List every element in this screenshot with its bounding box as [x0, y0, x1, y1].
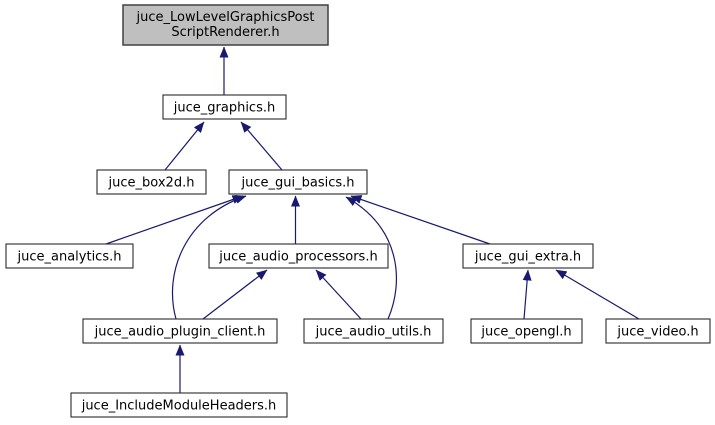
- node-label[interactable]: juce_box2d.h: [108, 176, 195, 191]
- node-box-current-file: [122, 4, 329, 46]
- node-label-line1: juce_LowLevelGraphicsPost: [135, 10, 314, 25]
- node-juce-graphics-h[interactable]: juce_graphics.h: [162, 94, 287, 120]
- node-box[interactable]: [605, 318, 711, 344]
- node-label[interactable]: juce_audio_plugin_client.h: [94, 325, 266, 340]
- edge-video-to-gui-extra: [555, 269, 640, 320]
- node-juce-audio-plugin-client-h[interactable]: juce_audio_plugin_client.h: [82, 318, 278, 344]
- node-label[interactable]: juce_video.h: [616, 325, 698, 340]
- edge-audio-plugin-client-to-audio-processors: [202, 269, 268, 320]
- node-box[interactable]: [5, 243, 134, 269]
- node-label-line2: ScriptRenderer.h: [171, 25, 279, 40]
- node-box[interactable]: [470, 318, 583, 344]
- node-box[interactable]: [303, 318, 444, 344]
- node-label[interactable]: juce_gui_extra.h: [474, 250, 581, 265]
- edge-audio-utils-to-gui-basics: [345, 196, 398, 320]
- node-label[interactable]: juce_audio_processors.h: [218, 250, 377, 265]
- node-box[interactable]: [70, 392, 288, 418]
- node-juce-gui-basics-h[interactable]: juce_gui_basics.h: [228, 169, 368, 195]
- node-label[interactable]: juce_IncludeModuleHeaders.h: [81, 399, 277, 414]
- edge-audio-plugin-client-to-gui-basics: [172, 195, 247, 320]
- node-juce-gui-extra-h[interactable]: juce_gui_extra.h: [462, 243, 594, 269]
- edge-opengl-to-gui-extra: [522, 269, 532, 320]
- edge-gui-extra-to-gui-basics: [350, 195, 491, 245]
- node-juce-lowlevelgraphicspostscriptrenderer-h: juce_LowLevelGraphicsPost ScriptRenderer…: [122, 4, 329, 46]
- node-box[interactable]: [228, 169, 368, 195]
- node-box[interactable]: [82, 318, 278, 344]
- node-juce-audio-utils-h[interactable]: juce_audio_utils.h: [303, 318, 444, 344]
- node-box[interactable]: [96, 169, 207, 195]
- edge-audio-utils-to-audio-processors: [315, 269, 362, 320]
- node-box[interactable]: [162, 94, 287, 120]
- edge-group: [105, 46, 640, 393]
- node-juce-analytics-h[interactable]: juce_analytics.h: [5, 243, 134, 269]
- edge-analytics-to-gui-basics: [105, 195, 244, 245]
- node-label[interactable]: juce_analytics.h: [17, 250, 122, 265]
- node-box[interactable]: [208, 243, 389, 269]
- node-juce-includemoduleheaders-h[interactable]: juce_IncludeModuleHeaders.h: [70, 392, 288, 418]
- node-juce-opengl-h[interactable]: juce_opengl.h: [470, 318, 583, 344]
- node-label[interactable]: juce_gui_basics.h: [241, 176, 355, 191]
- node-juce-box2d-h[interactable]: juce_box2d.h: [96, 169, 207, 195]
- node-label[interactable]: juce_audio_utils.h: [315, 325, 432, 340]
- node-juce-video-h[interactable]: juce_video.h: [605, 318, 711, 344]
- node-juce-audio-processors-h[interactable]: juce_audio_processors.h: [208, 243, 389, 269]
- edge-box2d-to-graphics: [164, 121, 205, 171]
- node-label[interactable]: juce_graphics.h: [173, 101, 275, 116]
- node-label[interactable]: juce_opengl.h: [480, 325, 571, 340]
- edge-gui-basics-to-graphics: [240, 121, 283, 171]
- node-box[interactable]: [462, 243, 594, 269]
